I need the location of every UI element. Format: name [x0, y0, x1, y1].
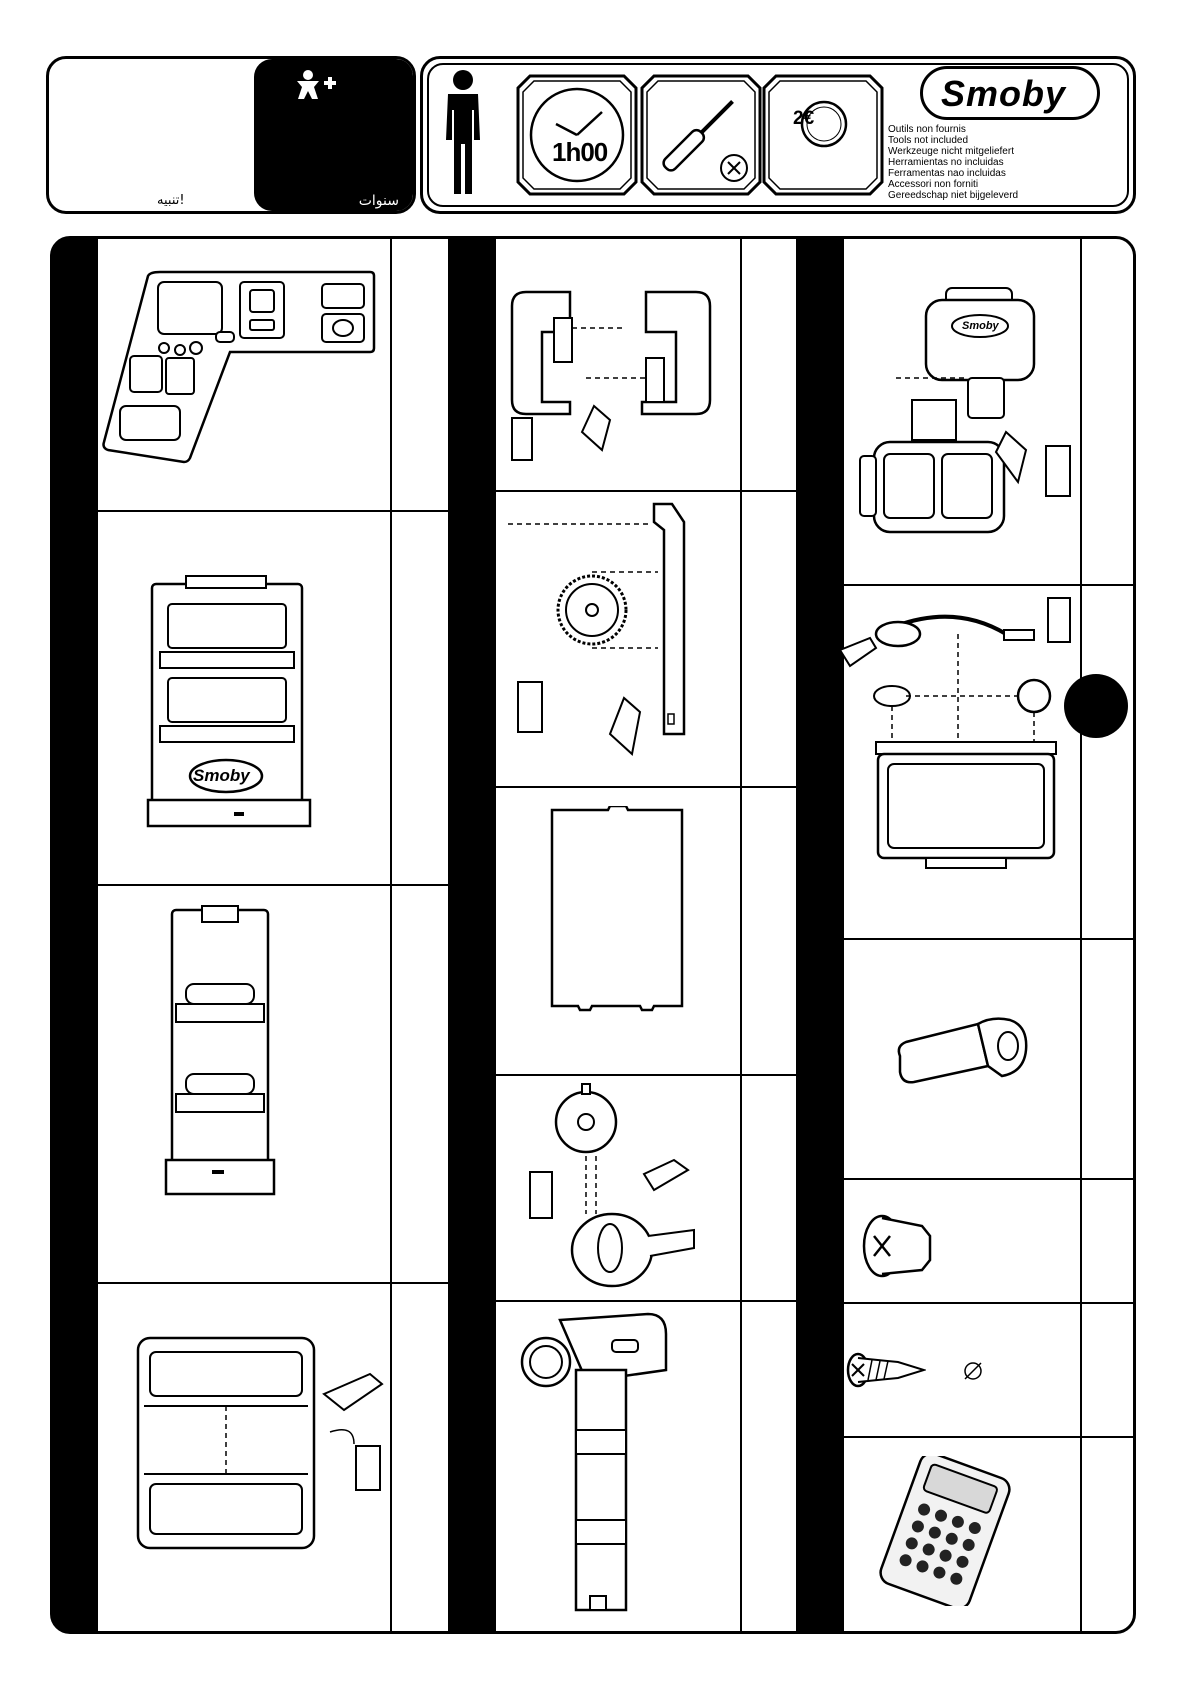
trash-bin-icon	[1048, 598, 1070, 642]
screen-cable-part	[836, 594, 1076, 894]
screwdriver-icon	[640, 74, 762, 196]
col3-row-divider-1	[798, 584, 1134, 586]
col2-row-divider-3	[450, 1074, 796, 1076]
trash-bin-icon	[530, 1172, 552, 1218]
column-2-3-divider	[796, 238, 798, 1632]
col1-row-divider-3	[52, 1282, 448, 1284]
clock-icon	[516, 74, 638, 196]
col3-row-divider-5	[798, 1436, 1134, 1438]
col2-row-divider-4	[450, 1300, 796, 1302]
trash-bin-icon	[512, 418, 532, 460]
column-3-qty-divider	[1080, 238, 1082, 1632]
brand-logo-text: Smoby	[941, 73, 1066, 115]
flat-panel-part	[548, 806, 686, 1012]
screw-part	[846, 1350, 926, 1390]
col3-row-divider-2	[798, 938, 1134, 940]
side-unit-part	[162, 904, 278, 1196]
tools-not-included-nl: Gereedschap niet bijgeleverd	[888, 190, 1018, 201]
age-warning-text: تنبيه!	[157, 193, 185, 208]
col1-row-divider-2	[52, 884, 448, 886]
gear-bar-part	[508, 502, 720, 768]
post-disk-part	[520, 1310, 670, 1616]
age-years-text: سنوات	[359, 193, 399, 209]
column-1-2-divider	[448, 238, 450, 1632]
tools-not-included-it: Accessori non forniti	[888, 179, 1018, 190]
age-warning-panel: تنبيه! سنوات	[46, 56, 416, 214]
column-3-strip	[798, 238, 844, 1632]
calculator-part	[870, 1456, 1020, 1606]
tools-not-included-de: Werkzeuge nicht mitgeliefert	[888, 146, 1018, 157]
age-warning-black-area	[254, 59, 413, 211]
trash-bin-icon	[356, 1446, 380, 1490]
time-label: 1h00	[552, 137, 607, 168]
tools-not-included-fr: Outils non fournis	[888, 124, 1018, 135]
shelf-frame-part	[134, 1334, 394, 1554]
tools-not-included-en: Tools not included	[888, 135, 1018, 146]
scanner-logo-text: Smoby	[962, 320, 999, 332]
coin-label: 2€	[793, 108, 814, 130]
col1-row-divider-1	[52, 510, 448, 512]
trash-bin-icon	[518, 682, 542, 732]
tools-not-included-es: Herramientas no incluidas	[888, 157, 1018, 168]
column-1-strip	[52, 238, 98, 1632]
tools-not-included-pt: Ferramentas nao incluidas	[888, 168, 1018, 179]
col3-row-divider-4	[798, 1302, 1134, 1304]
main-unit-logo-text: Smoby	[193, 766, 250, 786]
tools-not-included-list: Outils non fournis Tools not included We…	[888, 124, 1018, 201]
knob-part	[524, 1080, 708, 1292]
col2-row-divider-1	[450, 490, 796, 492]
handheld-scanner-part	[892, 1016, 1032, 1088]
brand-logo: Smoby	[920, 66, 1100, 120]
column-2-qty-divider	[740, 238, 742, 1632]
bracket-pair-part	[506, 288, 714, 470]
person-icon	[444, 70, 482, 194]
child-plus-icon	[294, 69, 340, 103]
coin-icon	[762, 74, 884, 196]
step-marker-circle	[1064, 674, 1128, 738]
counter-top-panel-part	[100, 268, 376, 464]
trash-bin-icon	[1046, 446, 1070, 496]
col3-row-divider-3	[798, 1178, 1134, 1180]
main-unit-part	[146, 574, 312, 828]
column-2-strip	[450, 238, 496, 1632]
diameter-icon	[962, 1360, 984, 1382]
screw-knob-part	[862, 1212, 934, 1280]
col2-row-divider-2	[450, 786, 796, 788]
